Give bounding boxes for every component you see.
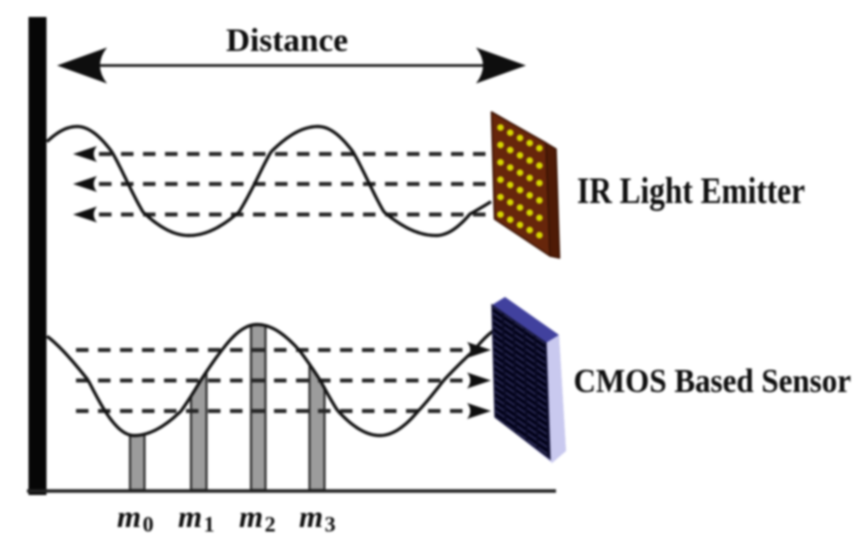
svg-text:Distance: Distance	[226, 23, 348, 59]
svg-text:IR Light Emitter: IR Light Emitter	[577, 171, 805, 212]
svg-text:CMOS Based Sensor: CMOS Based Sensor	[574, 363, 852, 400]
